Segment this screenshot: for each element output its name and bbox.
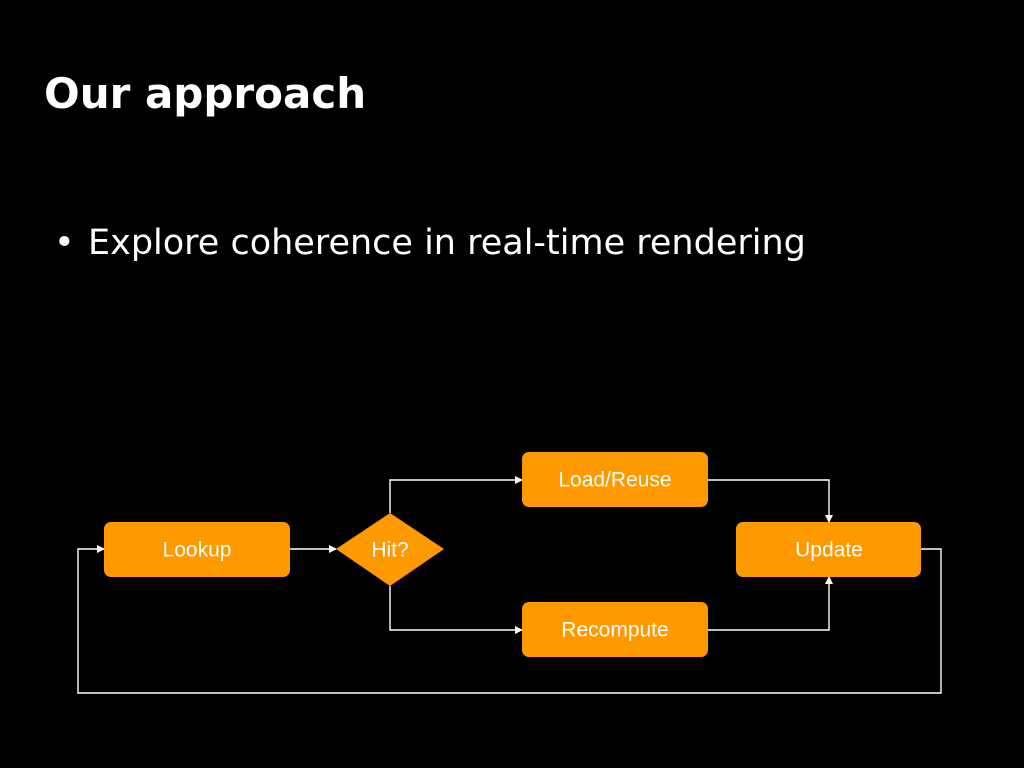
edge-update-to-lookup xyxy=(77,545,942,694)
bullet-list: • Explore coherence in real-time renderin… xyxy=(54,218,806,268)
bullet-marker: • xyxy=(54,223,75,263)
bullet-item: • Explore coherence in real-time renderin… xyxy=(54,218,806,268)
node-lookup-box xyxy=(104,522,290,577)
node-lookup-label: Lookup xyxy=(163,539,232,562)
node-load-reuse-label: Load/Reuse xyxy=(558,469,671,492)
edge-hit-to-load-reuse xyxy=(389,476,523,513)
node-recompute: Recompute xyxy=(522,602,708,657)
node-hit-label: Hit? xyxy=(371,539,408,562)
edge-recompute-to-update xyxy=(708,576,833,631)
edge-hit-to-recompute xyxy=(389,586,523,634)
node-update-label: Update xyxy=(795,539,863,562)
node-update: Update xyxy=(736,522,921,577)
slide-title: Our approach xyxy=(44,69,367,118)
node-recompute-box xyxy=(522,602,708,657)
edge-load-reuse-to-update xyxy=(708,479,833,523)
bullet-text: Explore coherence in real-time rendering xyxy=(88,223,806,263)
node-update-box xyxy=(736,522,921,577)
node-hit-diamond xyxy=(336,513,444,586)
node-load-reuse-box xyxy=(522,452,708,507)
node-lookup: Lookup xyxy=(104,522,290,577)
node-load-reuse: Load/Reuse xyxy=(522,452,708,507)
node-hit: Hit? xyxy=(336,513,444,586)
node-recompute-label: Recompute xyxy=(561,619,668,642)
